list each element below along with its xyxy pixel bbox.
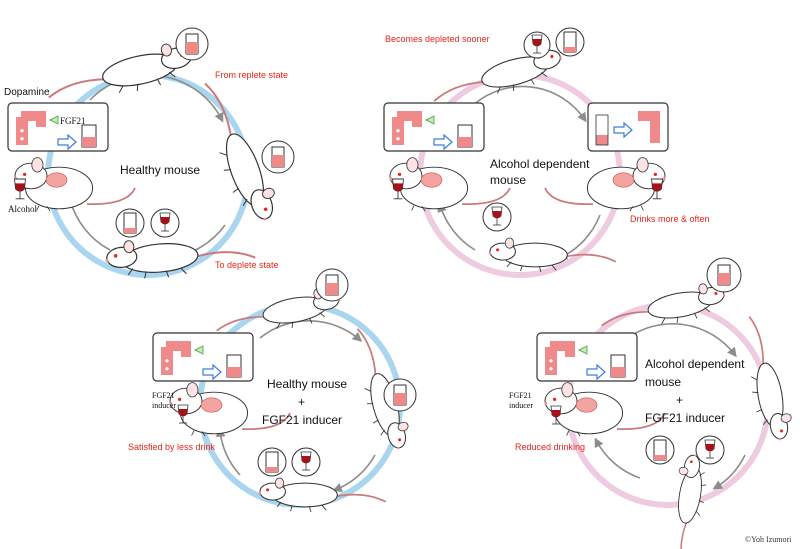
reduced-drinking-label: Reduced drinking	[515, 442, 585, 452]
thought-bubble	[695, 435, 725, 465]
thought-bubble	[383, 378, 417, 412]
panel-dependent-fgf21: FGF21 inducer Alcohol dependent mouse + …	[509, 257, 796, 549]
center-label-line1: Alcohol dependent	[645, 357, 745, 371]
dopamine-reservoir	[7, 102, 109, 152]
dopamine-label: Dopamine	[4, 87, 50, 98]
center-label-line2: mouse	[490, 173, 526, 187]
dopamine-reservoir	[536, 332, 638, 382]
alcohol-glass-icon	[650, 178, 664, 200]
thought-bubble	[706, 257, 742, 293]
dopamine-reservoir-depleted	[587, 102, 669, 152]
center-label-plus: +	[676, 393, 683, 407]
fgf21-inducer-line2: inducer	[509, 401, 533, 410]
drinks-more-label: Drinks more & often	[630, 214, 710, 224]
cycle-arrow	[332, 454, 376, 493]
cycle-arrow	[712, 454, 746, 490]
cycle-arrow	[594, 437, 641, 479]
panel-healthy-fgf21: FGF21 inducer Healthy mouse + FGF21 indu…	[128, 268, 417, 513]
thought-bubble	[291, 447, 321, 477]
center-label-line1: Alcohol dependent	[490, 157, 590, 171]
thought-bubble	[175, 27, 209, 61]
fgf21-label: FGF21	[60, 116, 86, 126]
center-label-plus: +	[298, 395, 305, 409]
panel-alcohol-dependent: Alcohol dependent mouse Becomes depleted…	[383, 27, 710, 278]
cycle-arrow	[624, 322, 737, 358]
thought-bubble	[315, 268, 349, 302]
mouse-sitting	[543, 381, 666, 438]
alcohol-label: Alcohol	[8, 204, 37, 214]
thought-bubble	[257, 447, 287, 477]
center-label-line3: FGF21 inducer	[645, 411, 725, 425]
depleted-sooner-label: Becomes depleted sooner	[385, 34, 490, 44]
healthy-mouse-label: Healthy mouse	[120, 163, 200, 177]
center-label-line2: FGF21 inducer	[262, 413, 342, 427]
thought-bubble	[555, 27, 585, 57]
fgf21-inducer-line1: FGF21	[152, 391, 175, 400]
to-deplete-label: To deplete state	[215, 260, 279, 270]
thought-bubble	[261, 140, 295, 174]
dopamine-reservoir	[383, 102, 485, 152]
cycle-arrow	[437, 202, 476, 251]
center-label-line2: mouse	[645, 375, 681, 389]
thought-bubble	[115, 208, 145, 238]
thought-bubble	[150, 208, 180, 238]
cycle-arrow	[259, 320, 363, 342]
dopamine-reservoir	[152, 332, 254, 382]
copyright-label: ©Yoh Izumori	[745, 535, 792, 544]
fgf21-inducer-line1: FGF21	[509, 391, 532, 400]
thought-bubble	[645, 435, 675, 465]
mouse-running	[596, 279, 730, 337]
panel-healthy-mouse: Dopamine FGF21 Alcohol Healthy mouse Fro…	[4, 27, 295, 284]
thought-bubble	[523, 31, 551, 59]
satisfied-label: Satisfied by less drink	[128, 442, 216, 452]
mouse-running	[41, 38, 199, 111]
thought-bubble	[482, 202, 512, 232]
alcohol-glass-icon	[13, 178, 27, 200]
center-label-line1: Healthy mouse	[267, 377, 347, 391]
from-replete-label: From replete state	[215, 70, 288, 80]
fgf21-inducer-line2: inducer	[152, 401, 176, 410]
cycle-arrow	[467, 85, 587, 123]
alcohol-glass-icon	[391, 178, 405, 200]
